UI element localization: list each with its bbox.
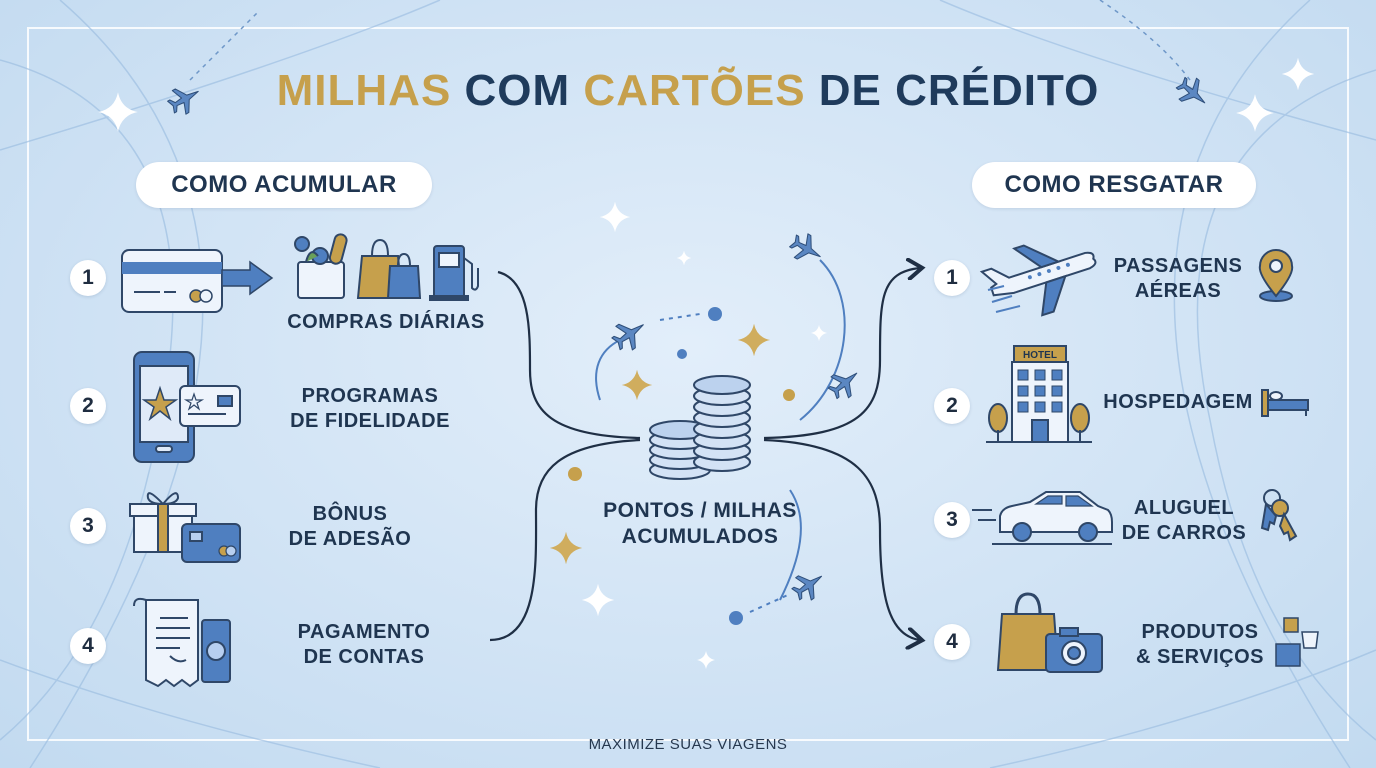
redeem-label-products-services: PRODUTOS & SERVIÇOS — [1136, 620, 1264, 670]
title-part-2: COM — [464, 66, 571, 115]
sparkle-icon — [737, 323, 771, 357]
airplane-icon — [979, 244, 1097, 317]
step-number: 1 — [934, 260, 970, 296]
accumulate-label-signup-bonus: BÔNUS DE ADESÃO — [289, 502, 412, 552]
label-line: BÔNUS — [312, 503, 388, 525]
label-line: DE FIDELIDADE — [290, 410, 450, 432]
car-icon — [992, 491, 1113, 545]
shopping-bags-icon — [356, 238, 422, 299]
sparkle-icon — [810, 324, 828, 342]
hotel-building-icon — [986, 345, 1092, 443]
step-number: 3 — [934, 502, 970, 538]
airplane-icon — [785, 228, 828, 269]
step-number: 2 — [934, 388, 970, 424]
redeem-heading: COMO RESGATAR — [972, 162, 1256, 208]
label-line: PROGRAMAS — [301, 385, 439, 407]
label-line: PRODUTOS — [1141, 621, 1259, 643]
label-line: PASSAGENS — [1113, 255, 1243, 277]
label-line: DE CONTAS — [303, 646, 425, 668]
shopping-bags-icon — [1275, 617, 1319, 667]
accumulate-label-daily-purchases: COMPRAS DIÁRIAS — [287, 311, 485, 333]
label-line: ALUGUEL — [1133, 497, 1235, 519]
sparkle-icon — [581, 583, 615, 617]
grocery-bag-icon — [294, 233, 348, 299]
label-line: AÉREAS — [1134, 280, 1222, 302]
step-number: 2 — [70, 388, 106, 424]
speed-lines — [972, 509, 996, 521]
label-line: DE ADESÃO — [288, 528, 412, 550]
sparkle-icon — [676, 250, 692, 266]
credit-card-icon — [181, 523, 241, 563]
title-part-1: MILHAS — [276, 66, 452, 115]
car-keys-icon — [1260, 489, 1298, 542]
airplane-icon — [607, 312, 653, 357]
step-number: 3 — [70, 508, 106, 544]
speed-lines — [987, 285, 1021, 313]
step-number: 1 — [70, 260, 106, 296]
map-pin-icon — [1258, 249, 1294, 302]
center-decoration — [568, 228, 866, 625]
step-number: 4 — [70, 628, 106, 664]
title-part-4: DE CRÉDITO — [818, 66, 1100, 115]
center-label: PONTOS / MILHAS ACUMULADOS — [603, 498, 797, 551]
label-line: DE CARROS — [1121, 522, 1247, 544]
label-line: PONTOS / MILHAS — [603, 499, 797, 522]
smartphone-icon — [133, 351, 195, 463]
sparkle-icon — [599, 201, 631, 233]
page-title: MILHAS COM CARTÕES DE CRÉDITO — [0, 66, 1376, 116]
label-line: & SERVIÇOS — [1136, 646, 1264, 668]
left-connectors — [489, 270, 641, 642]
redeem-label-flights: PASSAGENS AÉREAS — [1114, 254, 1243, 304]
accumulate-heading: COMO ACUMULAR — [136, 162, 432, 208]
hotel-sign: HOTEL — [1023, 350, 1057, 361]
accumulate-label-bill-payment: PAGAMENTO DE CONTAS — [298, 620, 431, 670]
redeem-label-lodging: HOSPEDAGEM — [1103, 391, 1253, 413]
bed-icon — [1261, 389, 1309, 417]
arrow-right-icon — [221, 260, 274, 296]
airplane-icon — [787, 564, 830, 606]
camera-icon — [1045, 627, 1103, 673]
redeem-label-car-rental: ALUGUEL DE CARROS — [1122, 496, 1247, 546]
title-part-3: CARTÕES — [583, 66, 806, 115]
right-connectors — [763, 268, 920, 640]
sparkle-icon — [549, 531, 583, 565]
label-line: PAGAMENTO — [297, 621, 431, 643]
credit-card-icon — [121, 249, 223, 313]
fuel-pump-icon — [429, 245, 479, 301]
step-number: 4 — [934, 624, 970, 660]
coin-stack-icon — [649, 375, 751, 480]
sparkle-icon — [697, 651, 715, 669]
sparkle-icon — [621, 369, 653, 401]
receipt-icon — [133, 597, 199, 688]
label-line: ACUMULADOS — [621, 525, 779, 549]
loyalty-card-icon — [179, 385, 241, 427]
banknote-icon — [201, 619, 231, 683]
footer-tagline: MAXIMIZE SUAS VIAGENS — [588, 736, 788, 753]
accumulate-label-loyalty-programs: PROGRAMAS DE FIDELIDADE — [290, 384, 450, 434]
